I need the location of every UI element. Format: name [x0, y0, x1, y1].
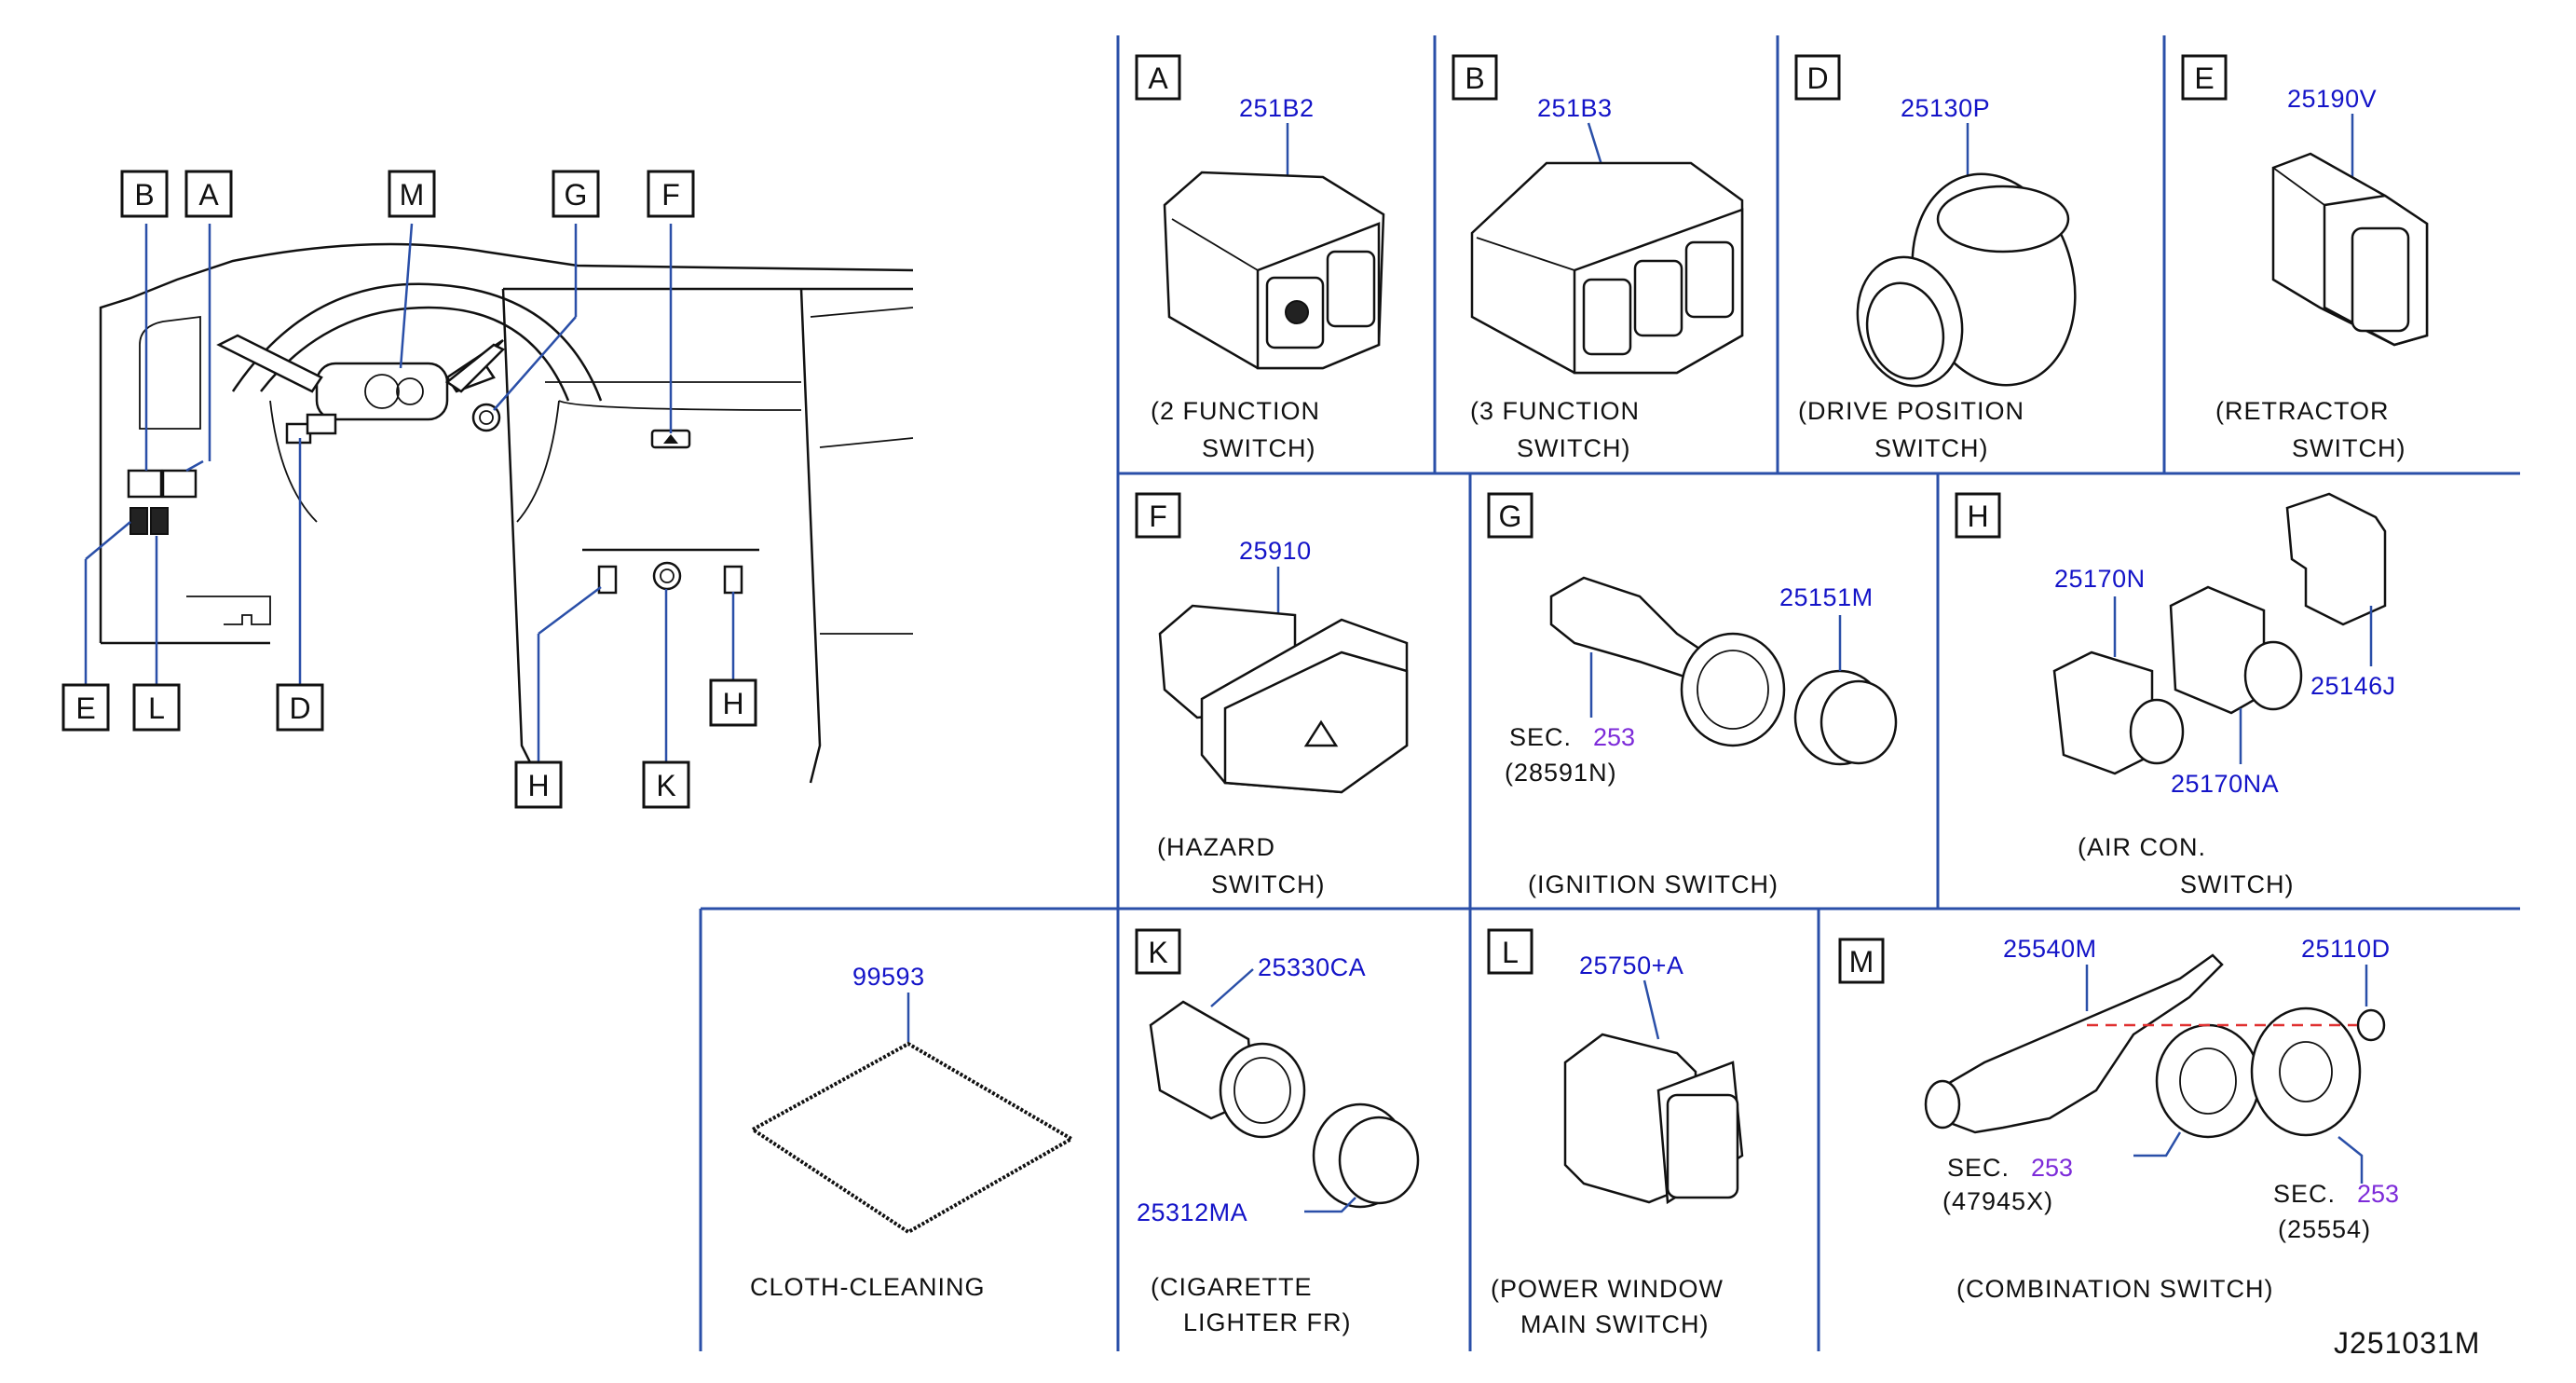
panel-g-sec-num: 253: [1593, 723, 1635, 751]
callout-h-right: H: [709, 678, 757, 727]
panel-k-desc-2: LIGHTER FR): [1183, 1308, 1352, 1336]
panel-m-sec-label-1: SEC.: [1947, 1154, 2010, 1182]
part-99593: 99593: [852, 963, 925, 991]
panel-h-desc-1: (AIR CON.: [2078, 833, 2206, 861]
panel-m-desc-1: (COMBINATION SWITCH): [1956, 1275, 2273, 1303]
panel-g-letter: G: [1499, 500, 1522, 533]
svg-text:G: G: [565, 178, 588, 212]
panel-m-sec-ref-2: (25554): [2278, 1215, 2371, 1243]
figure-code: J251031M: [2334, 1326, 2480, 1360]
svg-text:H: H: [527, 769, 549, 802]
panel-m: M 25540M 25110D SEC. 253 (47945X) SEC. 2…: [1838, 935, 2399, 1303]
cloth-desc: CLOTH-CLEANING: [750, 1273, 986, 1301]
panel-d-letter: D: [1806, 62, 1828, 95]
panel-f-desc-1: (HAZARD: [1157, 833, 1275, 861]
svg-text:A: A: [198, 178, 219, 212]
part-25170n: 25170N: [2054, 565, 2146, 593]
panel-g-sec-ref: (28591N): [1505, 759, 1617, 787]
svg-text:B: B: [134, 178, 154, 212]
panel-h: H 25170N 25170NA 25146J (AIR CON. SWITCH…: [1955, 492, 2396, 898]
panel-l-letter: L: [1502, 936, 1519, 969]
callout-f: F: [647, 170, 695, 218]
panel-l-desc-1: (POWER WINDOW: [1491, 1275, 1724, 1303]
part-25190v: 25190V: [2287, 85, 2377, 113]
part-25910: 25910: [1239, 537, 1312, 565]
callout-d: D: [276, 683, 324, 732]
panel-e-desc-1: (RETRACTOR: [2215, 397, 2390, 425]
svg-text:M: M: [400, 178, 425, 212]
panel-b-letter: B: [1465, 62, 1484, 95]
callout-a: A: [184, 170, 233, 218]
panel-m-sec-label-2: SEC.: [2273, 1180, 2336, 1208]
panel-d-desc-2: SWITCH): [1874, 434, 1988, 462]
overview-callouts: B A M G F E L D H H K: [61, 170, 757, 809]
part-25151m: 25151M: [1779, 583, 1874, 611]
panel-l: L 25750+A (POWER WINDOW MAIN SWITCH): [1487, 928, 1744, 1338]
callout-e: E: [61, 683, 110, 732]
panel-f: F 25910 (HAZARD SWITCH): [1135, 492, 1409, 898]
panel-d: D 25130P (DRIVE POSITION SWITCH): [1794, 54, 2077, 462]
part-25170na: 25170NA: [2171, 770, 2279, 798]
svg-text:L: L: [148, 692, 165, 725]
panel-cloth: 99593 CLOTH-CLEANING: [749, 963, 1076, 1301]
part-251b2: 251B2: [1239, 94, 1315, 122]
panel-k: K 25330CA 25312MA (CIGARETTE LIGHTER FR): [1135, 928, 1420, 1336]
part-25540m: 25540M: [2003, 935, 2097, 963]
panel-k-letter: K: [1148, 936, 1167, 969]
part-25130p: 25130P: [1901, 94, 1990, 122]
panel-e: E 25190V (RETRACTOR SWITCH): [2181, 54, 2429, 462]
panel-m-letter: M: [1849, 945, 1874, 979]
part-25750a: 25750+A: [1579, 952, 1683, 979]
panel-grid: [699, 35, 2520, 1351]
part-25330ca: 25330CA: [1258, 953, 1366, 981]
panel-b-desc-2: SWITCH): [1517, 434, 1630, 462]
callout-b: B: [120, 170, 169, 218]
panel-a-desc-2: SWITCH): [1202, 434, 1315, 462]
panel-m-sec-num-2: 253: [2357, 1180, 2399, 1208]
panel-h-desc-2: SWITCH): [2180, 870, 2294, 898]
svg-text:D: D: [289, 692, 310, 725]
callout-m: M: [388, 170, 436, 218]
dashboard-overview: [99, 242, 914, 784]
panel-d-desc-1: (DRIVE POSITION: [1798, 397, 2024, 425]
panel-k-desc-1: (CIGARETTE: [1151, 1273, 1313, 1301]
panel-b: B 251B3 (3 FUNCTION SWITCH): [1452, 54, 1744, 462]
panel-l-desc-2: MAIN SWITCH): [1520, 1310, 1709, 1338]
panel-m-sec-ref-1: (47945X): [1942, 1187, 2053, 1215]
svg-text:H: H: [722, 687, 743, 720]
part-25312ma: 25312MA: [1137, 1198, 1247, 1226]
panel-g-desc-1: (IGNITION SWITCH): [1528, 870, 1779, 898]
panel-e-desc-2: SWITCH): [2292, 434, 2406, 462]
panel-m-sec-num-1: 253: [2031, 1154, 2073, 1182]
svg-text:K: K: [656, 769, 675, 802]
panel-a-letter: A: [1148, 62, 1168, 95]
part-251b3: 251B3: [1537, 94, 1613, 122]
panel-f-desc-2: SWITCH): [1211, 870, 1325, 898]
part-25110d: 25110D: [2301, 935, 2391, 963]
part-25146j: 25146J: [2310, 672, 2396, 700]
callout-h-left: H: [514, 760, 563, 809]
panel-b-desc-1: (3 FUNCTION: [1470, 397, 1640, 425]
svg-text:E: E: [75, 692, 95, 725]
panel-g-sec-label: SEC.: [1509, 723, 1572, 751]
panel-g: G 25151M SEC. 253 (28591N) (IGNITION SWI…: [1487, 492, 1898, 898]
svg-text:F: F: [661, 178, 680, 212]
panel-a: A 251B2 (2 FUNCTION SWITCH): [1135, 54, 1385, 462]
panel-f-letter: F: [1149, 500, 1167, 533]
callout-g: G: [552, 170, 600, 218]
panel-a-desc-1: (2 FUNCTION: [1151, 397, 1320, 425]
callout-k: K: [642, 760, 690, 809]
panel-e-letter: E: [2194, 62, 2214, 95]
panel-h-letter: H: [1967, 500, 1988, 533]
callout-l: L: [132, 683, 181, 732]
overview-leaders: [84, 223, 735, 762]
